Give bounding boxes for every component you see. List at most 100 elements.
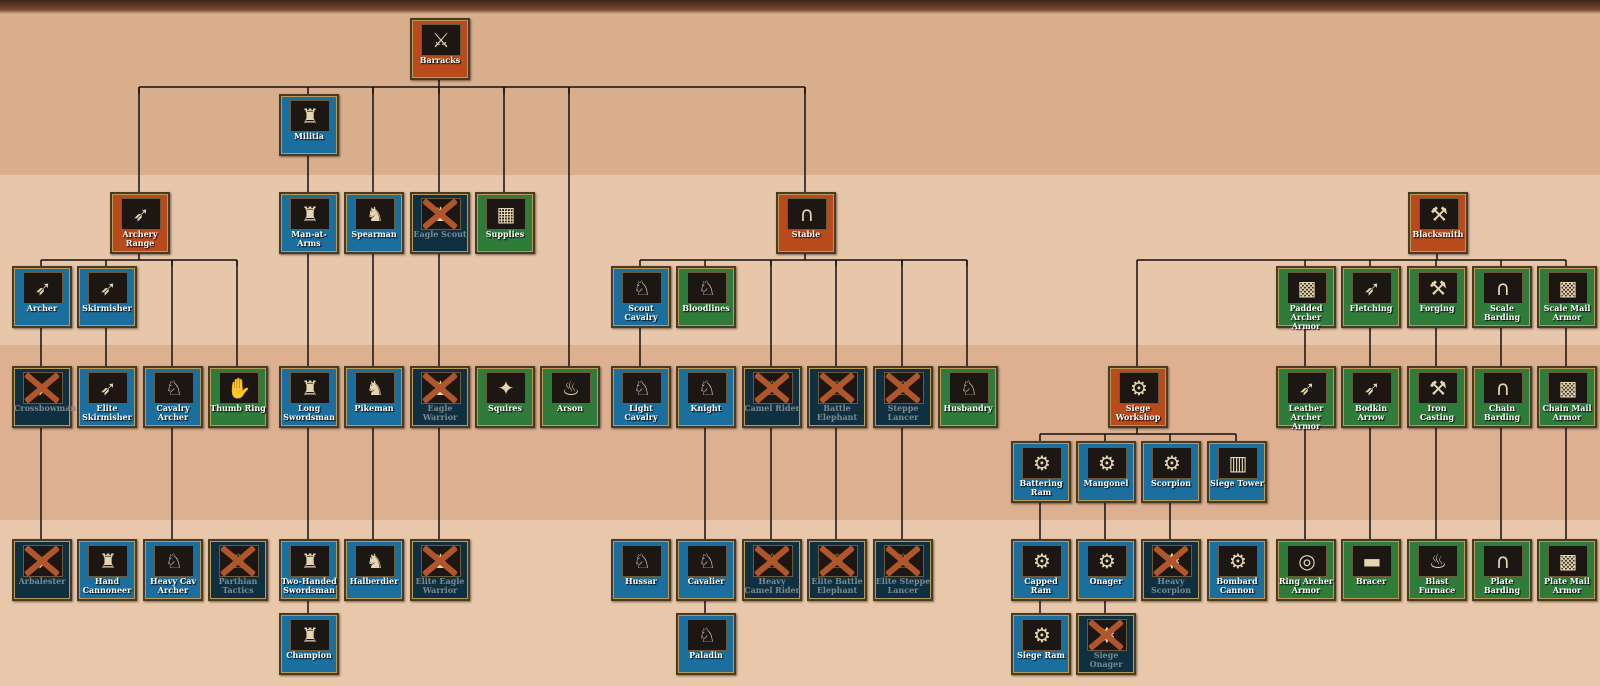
- node-camel-rider[interactable]: ♘Camel Rider: [742, 366, 802, 428]
- scale-mail-armor-tile[interactable]: ▩Scale Mail Armor: [1537, 266, 1597, 328]
- node-capped-ram[interactable]: ⚙Capped Ram: [1011, 539, 1071, 601]
- siege-tower-tile[interactable]: ▥Siege Tower: [1207, 441, 1267, 503]
- node-elite-battle-elephant[interactable]: ♘Elite Battle Elephant: [807, 539, 867, 601]
- siege-ram-tile[interactable]: ⚙Siege Ram: [1011, 613, 1071, 675]
- node-hussar[interactable]: ♘Hussar: [611, 539, 671, 601]
- node-battle-elephant[interactable]: ♘Battle Elephant: [807, 366, 867, 428]
- arbalester-tile[interactable]: ➶Arbalester: [12, 539, 72, 601]
- bracer-tile[interactable]: ▬Bracer: [1341, 539, 1401, 601]
- node-cavalry-archer[interactable]: ♘Cavalry Archer: [143, 366, 203, 428]
- iron-casting-tile[interactable]: ⚒Iron Casting: [1407, 366, 1467, 428]
- node-blacksmith[interactable]: ⚒Blacksmith: [1408, 192, 1468, 254]
- blacksmith-tile[interactable]: ⚒Blacksmith: [1408, 192, 1468, 254]
- node-scout-cavalry[interactable]: ♘Scout Cavalry: [611, 266, 671, 328]
- node-blast-furnace[interactable]: ♨Blast Furnace: [1407, 539, 1467, 601]
- siege-workshop-tile[interactable]: ⚙Siege Workshop: [1108, 366, 1168, 428]
- node-mangonel[interactable]: ⚙Mangonel: [1076, 441, 1136, 503]
- node-steppe-lancer[interactable]: ♘Steppe Lancer: [873, 366, 933, 428]
- scorpion-tile[interactable]: ⚙Scorpion: [1141, 441, 1201, 503]
- node-siege-tower[interactable]: ▥Siege Tower: [1207, 441, 1267, 503]
- node-battering-ram[interactable]: ⚙Battering Ram: [1011, 441, 1071, 503]
- node-two-handed-swordsman[interactable]: ♜Two-Handed Swordsman: [279, 539, 339, 601]
- heavy-scorpion-tile[interactable]: ⚙Heavy Scorpion: [1141, 539, 1201, 601]
- node-man-at-arms[interactable]: ♜Man-at-Arms: [279, 192, 339, 254]
- node-crossbowman[interactable]: ➶Crossbowman: [12, 366, 76, 428]
- node-bracer[interactable]: ▬Bracer: [1341, 539, 1401, 601]
- node-siege-ram[interactable]: ⚙Siege Ram: [1011, 613, 1071, 675]
- hussar-tile[interactable]: ♘Hussar: [611, 539, 671, 601]
- heavy-camel-rider-tile[interactable]: ♘Heavy Camel Rider: [742, 539, 802, 601]
- siege-onager-tile[interactable]: ⚙Siege Onager: [1076, 613, 1136, 675]
- node-eagle-warrior[interactable]: ♞Eagle Warrior: [410, 366, 470, 428]
- archery-range-tile[interactable]: ➶Archery Range: [110, 192, 170, 254]
- node-forging[interactable]: ⚒Forging: [1407, 266, 1467, 328]
- militia-tile[interactable]: ♜Militia: [279, 94, 339, 156]
- node-halberdier[interactable]: ♞Halberdier: [344, 539, 404, 601]
- node-knight[interactable]: ♘Knight: [676, 366, 736, 428]
- bodkin-arrow-tile[interactable]: ➶Bodkin Arrow: [1341, 366, 1401, 428]
- elite-battle-elephant-tile[interactable]: ♘Elite Battle Elephant: [807, 539, 867, 601]
- husbandry-tile[interactable]: ♘Husbandry: [938, 366, 998, 428]
- leather-archer-armor-tile[interactable]: ➶Leather Archer Armor: [1276, 366, 1336, 431]
- node-leather-archer-armor[interactable]: ➶Leather Archer Armor: [1276, 366, 1336, 431]
- plate-barding-tile[interactable]: ∩Plate Barding: [1472, 539, 1532, 601]
- parthian-tactics-tile[interactable]: ♘Parthian Tactics: [208, 539, 268, 601]
- node-eagle-scout[interactable]: ♞Eagle Scout: [410, 192, 470, 254]
- node-chain-mail-armor[interactable]: ▩Chain Mail Armor: [1537, 366, 1597, 428]
- node-scale-barding[interactable]: ∩Scale Barding: [1472, 266, 1532, 328]
- mangonel-tile[interactable]: ⚙Mangonel: [1076, 441, 1136, 503]
- node-paladin[interactable]: ♘Paladin: [676, 613, 736, 675]
- node-light-cavalry[interactable]: ♘Light Cavalry: [611, 366, 671, 428]
- node-elite-skirmisher[interactable]: ➶Elite Skirmisher: [77, 366, 137, 428]
- camel-rider-tile[interactable]: ♘Camel Rider: [742, 366, 802, 428]
- steppe-lancer-tile[interactable]: ♘Steppe Lancer: [873, 366, 933, 428]
- barracks-tile[interactable]: ⚔Barracks: [410, 18, 470, 80]
- node-cavalier[interactable]: ♘Cavalier: [676, 539, 736, 601]
- chain-barding-tile[interactable]: ∩Chain Barding: [1472, 366, 1532, 428]
- node-hand-cannoneer[interactable]: ♜Hand Cannoneer: [77, 539, 137, 601]
- node-husbandry[interactable]: ♘Husbandry: [938, 366, 998, 428]
- elite-eagle-warrior-tile[interactable]: ♞Elite Eagle Warrior: [410, 539, 470, 601]
- node-bloodlines[interactable]: ♘Bloodlines: [676, 266, 736, 328]
- spearman-tile[interactable]: ♞Spearman: [344, 192, 404, 254]
- node-long-swordsman[interactable]: ♜Long Swordsman: [279, 366, 339, 428]
- node-parthian-tactics[interactable]: ♘Parthian Tactics: [208, 539, 268, 601]
- hand-cannoneer-tile[interactable]: ♜Hand Cannoneer: [77, 539, 137, 601]
- elite-skirmisher-tile[interactable]: ➶Elite Skirmisher: [77, 366, 137, 428]
- chain-mail-armor-tile[interactable]: ▩Chain Mail Armor: [1537, 366, 1597, 428]
- node-militia[interactable]: ♜Militia: [279, 94, 339, 156]
- node-stable[interactable]: ∩Stable: [776, 192, 836, 254]
- crossbowman-tile[interactable]: ➶Crossbowman: [12, 366, 76, 428]
- node-champion[interactable]: ♜Champion: [279, 613, 339, 675]
- node-barracks[interactable]: ⚔Barracks: [410, 18, 470, 80]
- skirmisher-tile[interactable]: ➶Skirmisher: [77, 266, 137, 328]
- supplies-tile[interactable]: ▦Supplies: [475, 192, 535, 254]
- blast-furnace-tile[interactable]: ♨Blast Furnace: [1407, 539, 1467, 601]
- plate-mail-armor-tile[interactable]: ▩Plate Mail Armor: [1537, 539, 1597, 601]
- node-archer[interactable]: ➶Archer: [12, 266, 72, 328]
- squires-tile[interactable]: ✦Squires: [475, 366, 535, 428]
- node-scorpion[interactable]: ⚙Scorpion: [1141, 441, 1201, 503]
- node-elite-eagle-warrior[interactable]: ♞Elite Eagle Warrior: [410, 539, 470, 601]
- node-padded-archer-armor[interactable]: ▩Padded Archer Armor: [1276, 266, 1336, 331]
- node-heavy-camel-rider[interactable]: ♘Heavy Camel Rider: [742, 539, 802, 601]
- node-elite-steppe-lancer[interactable]: ♘Elite Steppe Lancer: [873, 539, 933, 601]
- eagle-scout-tile[interactable]: ♞Eagle Scout: [410, 192, 470, 254]
- node-archery-range[interactable]: ➶Archery Range: [110, 192, 170, 254]
- onager-tile[interactable]: ⚙Onager: [1076, 539, 1136, 601]
- cavalier-tile[interactable]: ♘Cavalier: [676, 539, 736, 601]
- long-swordsman-tile[interactable]: ♜Long Swordsman: [279, 366, 339, 428]
- light-cavalry-tile[interactable]: ♘Light Cavalry: [611, 366, 671, 428]
- elite-steppe-lancer-tile[interactable]: ♘Elite Steppe Lancer: [873, 539, 933, 601]
- cavalry-archer-tile[interactable]: ♘Cavalry Archer: [143, 366, 203, 428]
- node-arson[interactable]: ♨Arson: [540, 366, 600, 428]
- node-ring-archer-armor[interactable]: ◎Ring Archer Armor: [1276, 539, 1336, 601]
- bloodlines-tile[interactable]: ♘Bloodlines: [676, 266, 736, 328]
- node-heavy-scorpion[interactable]: ⚙Heavy Scorpion: [1141, 539, 1201, 601]
- capped-ram-tile[interactable]: ⚙Capped Ram: [1011, 539, 1071, 601]
- node-plate-mail-armor[interactable]: ▩Plate Mail Armor: [1537, 539, 1597, 601]
- archer-tile[interactable]: ➶Archer: [12, 266, 72, 328]
- node-iron-casting[interactable]: ⚒Iron Casting: [1407, 366, 1467, 428]
- pikeman-tile[interactable]: ♞Pikeman: [344, 366, 404, 428]
- arson-tile[interactable]: ♨Arson: [540, 366, 600, 428]
